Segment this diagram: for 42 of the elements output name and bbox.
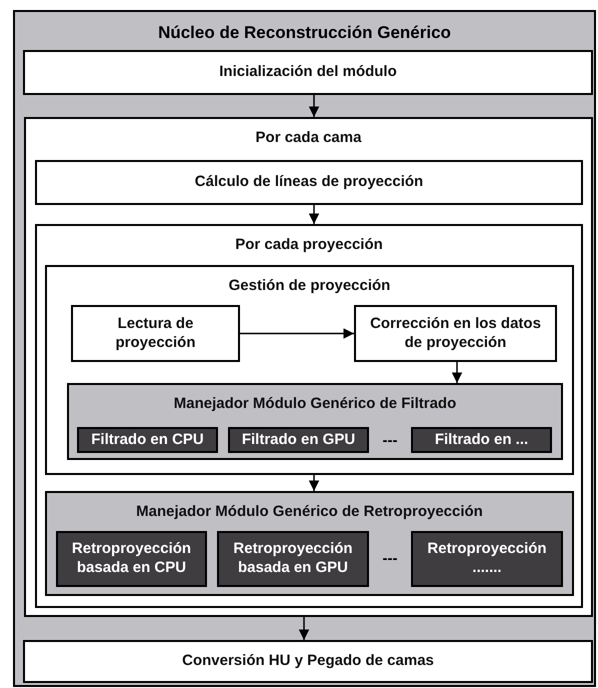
box-label: Retroproyección ....... bbox=[426, 540, 548, 578]
container-title: Manejador Módulo Genérico de Filtrado bbox=[174, 394, 456, 414]
arrow bbox=[308, 205, 320, 224]
arrow bbox=[298, 617, 310, 640]
box-label: Retroproyección basada en CPU bbox=[70, 540, 192, 578]
arrow bbox=[452, 362, 462, 383]
box-label: Corrección en los datos de proyección bbox=[369, 314, 542, 352]
implementation-box bbox=[56, 531, 207, 587]
box-label: Retroproyección basada en GPU bbox=[232, 540, 354, 578]
module-panel bbox=[45, 491, 574, 596]
process-box bbox=[354, 305, 557, 362]
implementation-box bbox=[411, 427, 552, 453]
box-label: Cálculo de líneas de proyección bbox=[194, 173, 424, 192]
box-label: Filtrado en ... bbox=[434, 430, 528, 450]
container-panel bbox=[13, 10, 596, 687]
ellipsis-dashes: --- bbox=[382, 549, 398, 569]
process-box bbox=[71, 305, 240, 362]
container-title: Por cada proyección bbox=[235, 235, 383, 255]
process-box bbox=[23, 50, 593, 95]
implementation-box bbox=[77, 427, 218, 453]
box-label: Filtrado en GPU bbox=[242, 430, 356, 450]
implementation-box bbox=[411, 531, 563, 587]
container-title: Núcleo de Reconstrucción Genérico bbox=[158, 22, 451, 44]
box-label: Lectura de proyección bbox=[114, 314, 197, 352]
container-title: Manejador Módulo Genérico de Retroproyección bbox=[136, 502, 483, 522]
box-label: Filtrado en CPU bbox=[91, 430, 204, 450]
arrow bbox=[308, 475, 320, 491]
module-panel bbox=[67, 383, 563, 460]
box-label: Inicialización del módulo bbox=[219, 63, 397, 82]
loop-container bbox=[45, 265, 574, 475]
container-title: Por cada cama bbox=[256, 128, 362, 148]
box-label: Conversión HU y Pegado de camas bbox=[182, 652, 434, 671]
process-box bbox=[35, 160, 583, 205]
loop-container bbox=[24, 117, 593, 617]
container-title: Gestión de proyección bbox=[228, 276, 390, 296]
process-box bbox=[23, 640, 593, 683]
implementation-box bbox=[228, 427, 369, 453]
arrow bbox=[240, 328, 354, 339]
loop-container bbox=[35, 224, 583, 608]
arrow bbox=[308, 95, 320, 117]
ellipsis-dashes: --- bbox=[382, 431, 398, 451]
implementation-box bbox=[217, 531, 369, 587]
